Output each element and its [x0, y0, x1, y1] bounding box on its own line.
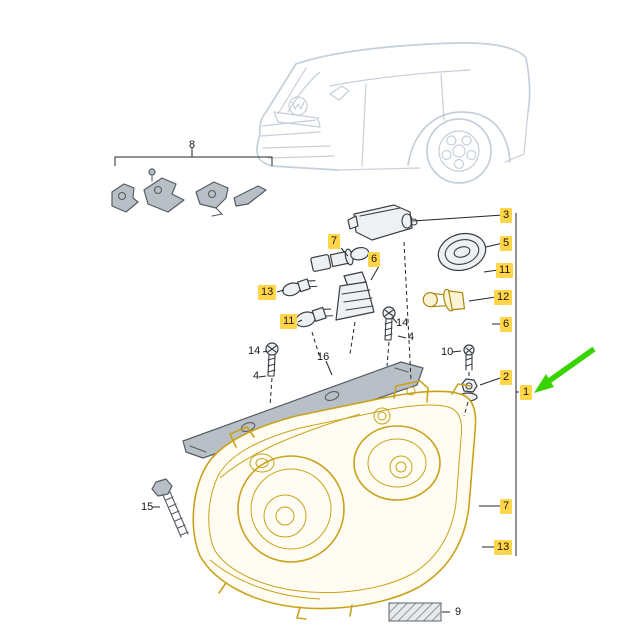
mounting-brackets-group-8: [111, 148, 273, 217]
part-label-10[interactable]: 10: [441, 346, 454, 358]
part-label-14-upper[interactable]: 14: [396, 317, 409, 329]
screw-14-left: [265, 342, 279, 377]
bulb-11: [295, 306, 334, 328]
part-label-1-col[interactable]: 1: [520, 385, 533, 400]
part-label-2-col[interactable]: 2: [500, 370, 513, 385]
part-label-6[interactable]: 6: [368, 252, 381, 267]
bulb-holder-6: [335, 271, 375, 321]
bulb-7: [310, 246, 370, 272]
screw-14-upper: [382, 306, 396, 341]
screw-10: [463, 344, 475, 371]
bulb-13: [282, 278, 318, 297]
seal-cap-5: [437, 232, 487, 272]
green-pointer-arrow: [534, 346, 596, 393]
part-label-4-left[interactable]: 4: [252, 370, 260, 382]
part-label-7-col[interactable]: 7: [500, 499, 513, 514]
bolt-15: [151, 478, 189, 538]
part-label-11[interactable]: 11: [280, 314, 298, 329]
part-label-4-upper[interactable]: 4: [407, 331, 415, 343]
part-label-3-col[interactable]: 3: [500, 208, 513, 223]
part-label-13[interactable]: 13: [258, 285, 277, 300]
car-sketch: [256, 42, 531, 184]
part-label-14-left[interactable]: 14: [248, 345, 261, 357]
headlight-housing: [192, 380, 477, 620]
part-label-7[interactable]: 7: [328, 234, 341, 249]
part-label-12-col[interactable]: 12: [494, 290, 513, 305]
part-label-6-col[interactable]: 6: [500, 317, 513, 332]
part-label-15[interactable]: 15: [141, 501, 154, 513]
part-label-13-col[interactable]: 13: [494, 540, 513, 555]
part-label-11-col[interactable]: 11: [496, 263, 514, 278]
leader-lines: [153, 213, 519, 613]
part-label-8[interactable]: 8: [188, 139, 196, 151]
part-label-5-col[interactable]: 5: [500, 236, 513, 251]
part-label-9[interactable]: 9: [454, 606, 462, 618]
trim-strip-16: [182, 361, 424, 459]
sealant-pad-9: [388, 602, 442, 622]
part-label-16[interactable]: 16: [317, 351, 330, 363]
bulb-12-h7: [422, 288, 466, 312]
leveling-motor-3: [347, 204, 418, 241]
